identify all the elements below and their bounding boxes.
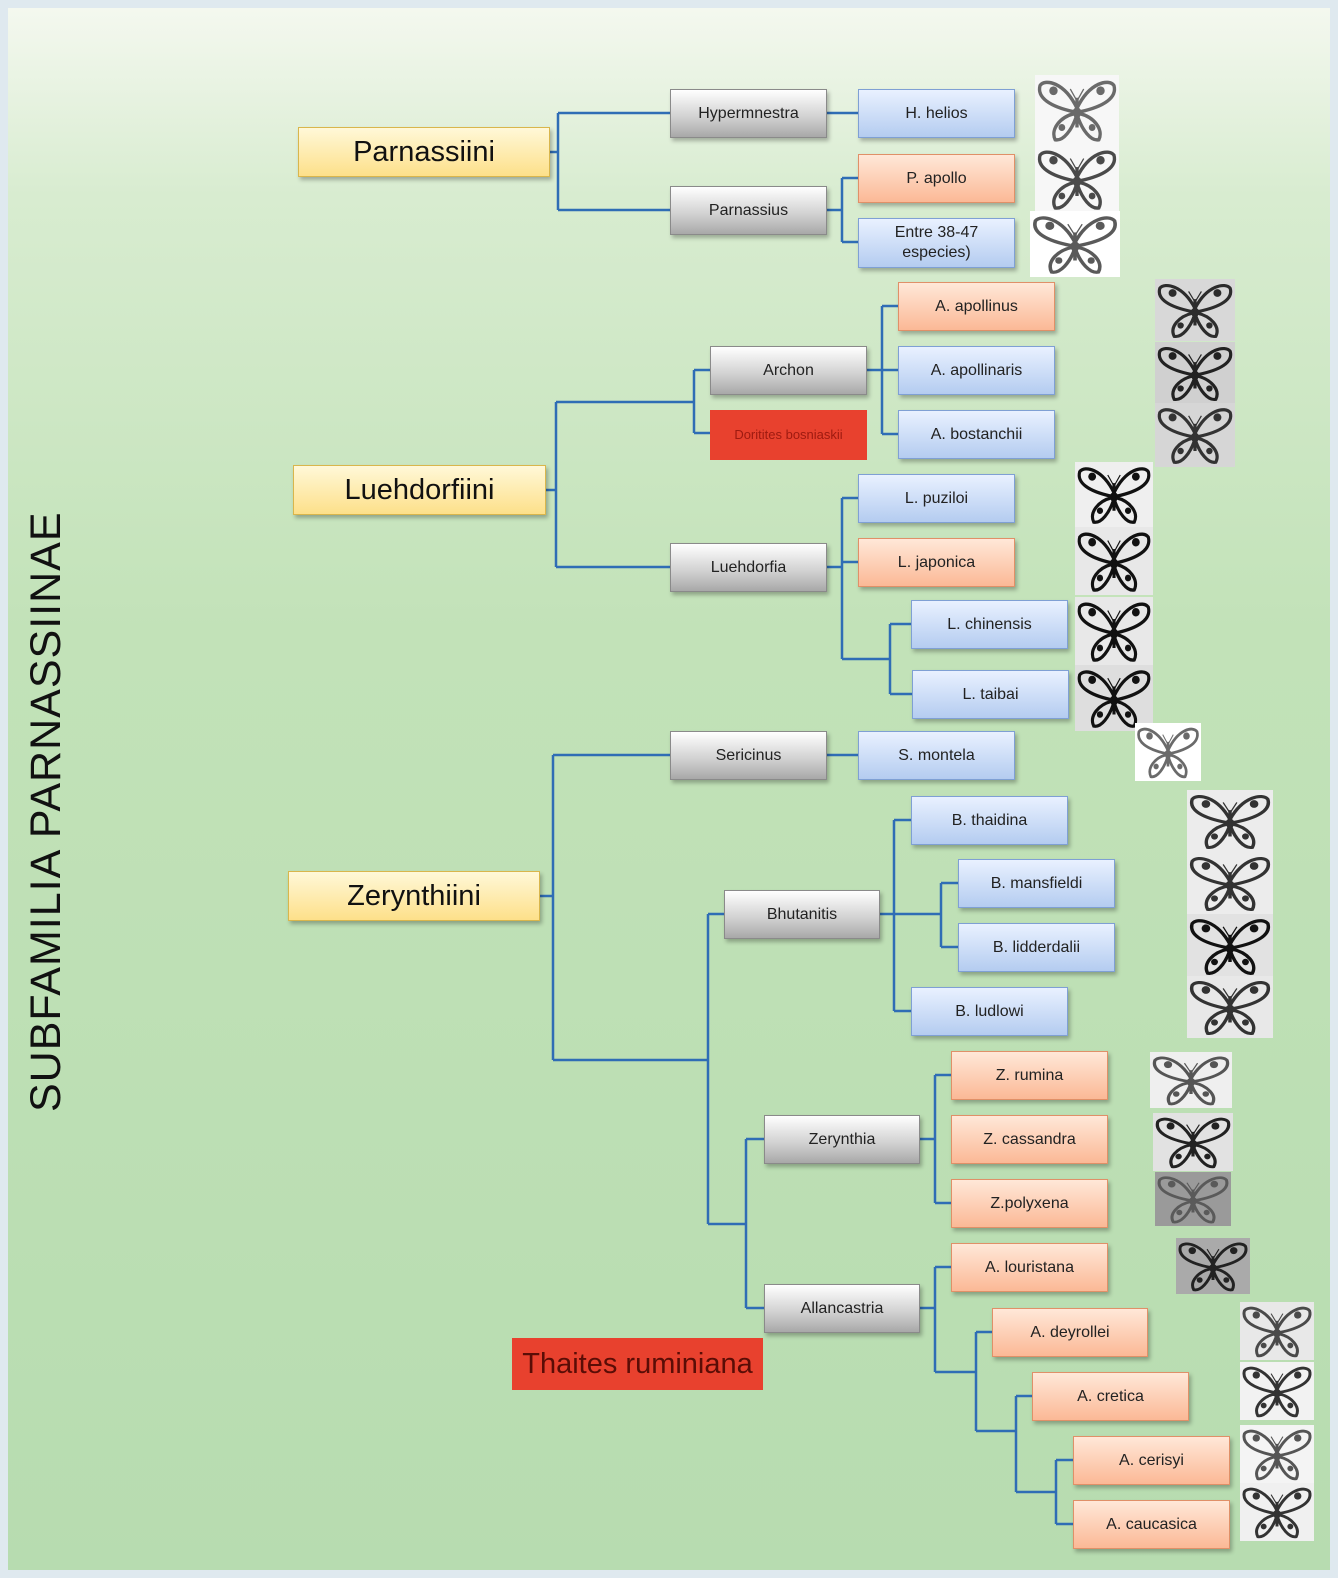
species-a-bostanchii: A. bostanchii: [898, 410, 1055, 459]
butterfly-icon: [1075, 665, 1153, 731]
butterfly-icon: [1187, 976, 1273, 1038]
butterfly-icon: [1075, 527, 1153, 595]
butterfly-icon: [1155, 342, 1235, 404]
butterfly-icon: [1150, 1052, 1232, 1108]
subfamily-title: SUBFAMILIA PARNASSIINAE: [22, 511, 70, 1113]
species-a-caucasica: A. caucasica: [1073, 1500, 1230, 1549]
butterfly-icon: [1135, 723, 1201, 781]
species-s-montela: S. montela: [858, 731, 1015, 780]
genus-hypermnestra: Hypermnestra: [670, 89, 827, 138]
genus-archon: Archon: [710, 346, 867, 395]
butterfly-icon: [1187, 790, 1273, 852]
species-a-louristana: A. louristana: [951, 1243, 1108, 1292]
butterfly-icon: [1155, 403, 1235, 467]
butterfly-icon: [1176, 1238, 1250, 1294]
butterfly-icon: [1035, 145, 1119, 213]
butterfly-icon: [1240, 1425, 1314, 1483]
tribe-parnassiini: Parnassiini: [298, 127, 550, 177]
genus-sericinus: Sericinus: [670, 731, 827, 780]
butterfly-icon: [1240, 1483, 1314, 1541]
species-a-apollinus: A. apollinus: [898, 282, 1055, 331]
species-b-thaidina: B. thaidina: [911, 796, 1068, 845]
fossil-thaites: Thaites ruminiana: [512, 1338, 763, 1390]
species-p-apollo: P. apollo: [858, 154, 1015, 203]
butterfly-icon: [1153, 1113, 1233, 1171]
species-a-apollinaris: A. apollinaris: [898, 346, 1055, 395]
butterfly-icon: [1075, 597, 1153, 665]
species-z-polyxena: Z.polyxena: [951, 1179, 1108, 1228]
butterfly-icon: [1155, 279, 1235, 341]
butterfly-icon: [1035, 75, 1119, 145]
tribe-luehdorfiini: Luehdorfiini: [293, 465, 546, 515]
species-z-cassandra: Z. cassandra: [951, 1115, 1108, 1164]
genus-allancastria: Allancastria: [764, 1284, 920, 1333]
species-b-mansfieldi: B. mansfieldi: [958, 859, 1115, 908]
species-a-deyrollei: A. deyrollei: [992, 1308, 1148, 1357]
species-l-taibai: L. taibai: [912, 670, 1069, 719]
butterfly-icon: [1155, 1172, 1231, 1226]
species-a-cerisyi: A. cerisyi: [1073, 1436, 1230, 1485]
species-l-puziloi: L. puziloi: [858, 474, 1015, 523]
genus-zerynthia: Zerynthia: [764, 1115, 920, 1164]
genus-parnassius: Parnassius: [670, 186, 827, 235]
tribe-zerynthiini: Zerynthiini: [288, 871, 540, 921]
butterfly-icon: [1030, 211, 1120, 277]
species-z-rumina: Z. rumina: [951, 1051, 1108, 1100]
species-l-chinensis: L. chinensis: [911, 600, 1068, 649]
butterfly-icon: [1240, 1302, 1314, 1360]
butterfly-icon: [1075, 462, 1153, 527]
butterfly-icon: [1187, 914, 1273, 978]
species-b-ludlowi: B. ludlowi: [911, 987, 1068, 1036]
species-a-cretica: A. cretica: [1032, 1372, 1189, 1421]
genus-luehdorfia: Luehdorfia: [670, 543, 827, 592]
genus-bhutanitis: Bhutanitis: [724, 890, 880, 939]
species-parnassius-others: Entre 38-47 especies): [858, 218, 1015, 268]
butterfly-icon: [1240, 1362, 1314, 1420]
butterfly-icon: [1187, 852, 1273, 914]
species-l-japonica: L. japonica: [858, 538, 1015, 587]
species-h-helios: H. helios: [858, 89, 1015, 138]
fossil-doritites: Doritites bosniaskii: [710, 410, 867, 460]
species-b-lidderdalii: B. lidderdalii: [958, 923, 1115, 972]
